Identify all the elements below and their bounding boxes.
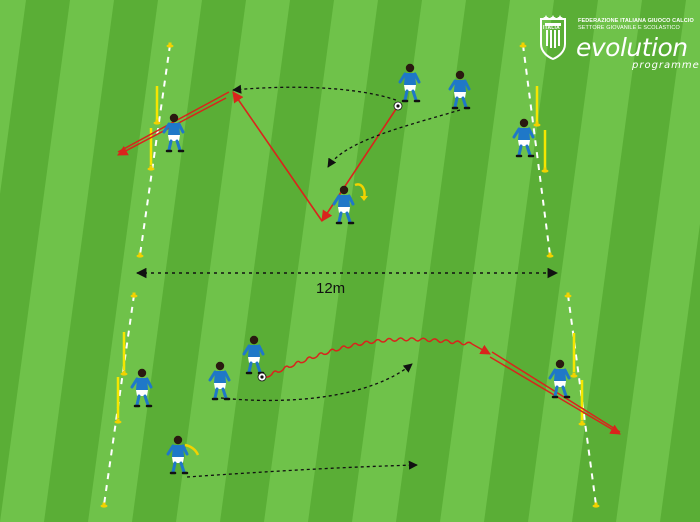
wordmark: evolution	[576, 33, 688, 62]
grass-stripe	[352, 0, 466, 522]
grass-stripe	[616, 0, 700, 522]
grass-stripe	[0, 0, 114, 522]
run-lines	[186, 84, 461, 478]
shield-label: ITALIA	[543, 25, 560, 31]
federation-label: FEDERAZIONE ITALIANA GIUOCO CALCIO	[578, 18, 694, 24]
curved-arrow-icon-2	[184, 443, 200, 456]
ball-top	[393, 101, 403, 111]
sector-label: SETTORE GIOVANILE E SCOLASTICO	[578, 25, 680, 31]
grass-stripe	[264, 0, 378, 522]
wordmark-subtitle: programme	[632, 60, 700, 71]
grass-stripe	[0, 0, 26, 194]
evolution-programme-logo: ITALIA FEDERAZIONE ITALIANA GIUOCO CALCI…	[532, 12, 699, 74]
ball-bottom	[257, 372, 267, 382]
distance-label: 12m	[316, 280, 346, 297]
grass-stripe	[176, 0, 290, 522]
curved-arrow-icon	[354, 183, 368, 201]
figc-shield-icon	[540, 15, 566, 60]
